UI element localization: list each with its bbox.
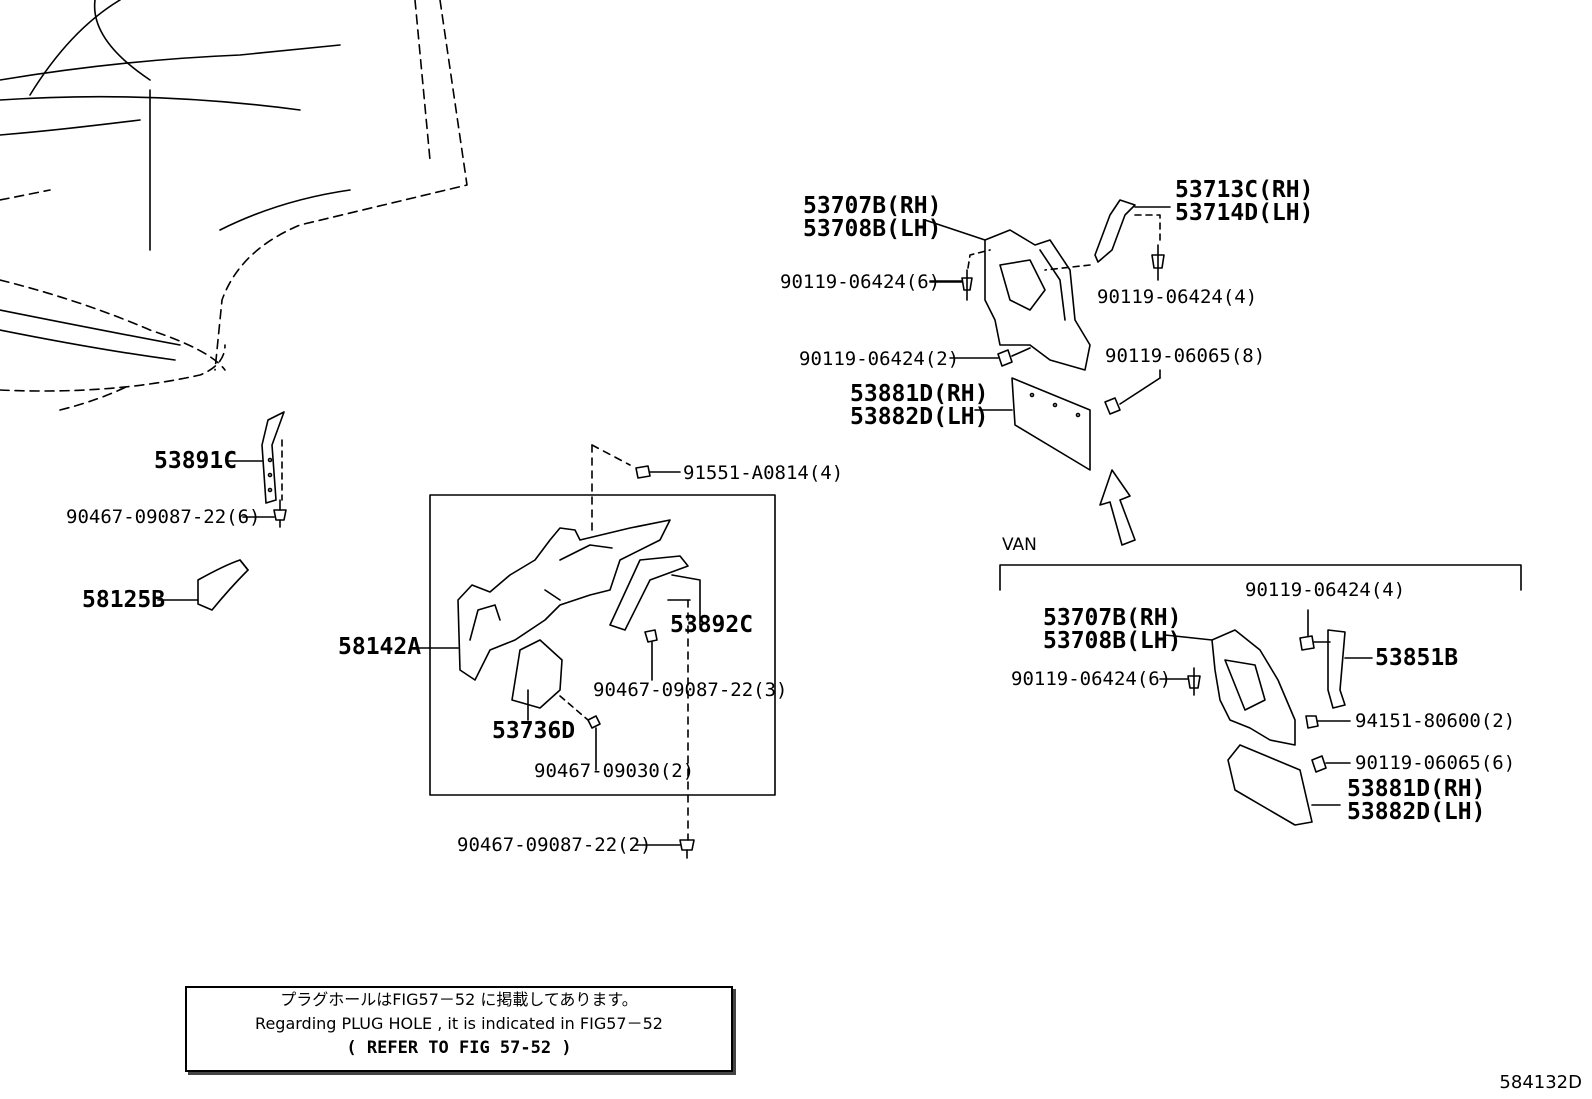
label-53708B-lh-van: 53708B(LH) — [1043, 628, 1181, 654]
label-van: VAN — [1002, 535, 1037, 555]
label-90467-09087-22-3: 90467-09087-22(3) — [593, 679, 787, 701]
label-90119-06424-4-van: 90119-06424(4) — [1245, 579, 1405, 601]
note-line-refer: ( REFER TO FIG 57-52 ) — [346, 1038, 572, 1058]
label-58142A: 58142A — [338, 634, 421, 660]
label-90119-06424-4-top: 90119-06424(4) — [1097, 286, 1257, 308]
figure-number: 584132D — [1499, 1072, 1582, 1093]
label-90119-06424-6-van: 90119-06424(6) — [1011, 668, 1171, 690]
label-90119-06424-6-top: 90119-06424(6) — [780, 271, 940, 293]
note-line-english: Regarding PLUG HOLE , it is indicated in… — [255, 1014, 663, 1033]
label-53708B-lh-top: 53708B(LH) — [803, 216, 941, 242]
arrow-up-icon — [1099, 469, 1136, 546]
screw-90467-09030-2 — [559, 695, 601, 771]
nut-94151-80600-2 — [1305, 715, 1351, 729]
label-53882D-lh-top: 53882D(LH) — [850, 404, 988, 430]
label-58125B: 58125B — [82, 587, 165, 613]
label-94151-80600-2: 94151-80600(2) — [1355, 710, 1515, 732]
part-53707B-liner-top — [924, 219, 1091, 371]
bolt-90119-06065-6 — [1311, 755, 1351, 773]
note-line-japanese: プラグホールはFIG57－52 に掲載してあります。 — [280, 990, 638, 1009]
label-90119-06065-8: 90119-06065(8) — [1105, 345, 1265, 367]
label-53891C: 53891C — [154, 448, 237, 474]
label-91551-A0814-4: 91551-A0814(4) — [683, 462, 843, 484]
bolt-90119-06424-6-van — [1159, 667, 1201, 696]
bolt-90119-06065-8 — [1104, 377, 1161, 415]
label-53882D-lh-van: 53882D(LH) — [1347, 799, 1485, 825]
part-53851B-bracket — [1327, 629, 1373, 709]
assembly-58142A-frame — [429, 494, 776, 796]
bolt-91551-A0814-4 — [635, 465, 681, 479]
label-53713C-rh: 53713C(RH) — [1175, 177, 1313, 203]
label-53892C: 53892C — [670, 612, 753, 638]
label-53881D-rh-van: 53881D(RH) — [1347, 776, 1485, 802]
bolt-90119-06424-6-top — [929, 269, 973, 301]
label-90467-09087-22-6: 90467-09087-22(6) — [66, 506, 260, 528]
label-53707B-rh-van: 53707B(RH) — [1043, 605, 1181, 631]
clip-90467-09087-22-3 — [644, 629, 658, 681]
clip-90467-09087-22-6 — [242, 499, 287, 528]
bolt-90119-06424-4-top — [1151, 244, 1165, 281]
part-53881D-mudflap-van — [1227, 744, 1341, 826]
label-90467-09087-22-2: 90467-09087-22(2) — [457, 834, 651, 856]
plug-hole-note: プラグホールはFIG57－52 に掲載してあります。 Regarding PLU… — [185, 986, 733, 1072]
clip-90467-09087-22-2 — [635, 839, 695, 859]
part-53881D-mudflap-top — [974, 377, 1091, 471]
part-53707B-liner-van — [1164, 629, 1296, 746]
label-53851B: 53851B — [1375, 645, 1458, 671]
bolt-90119-06424-2 — [949, 347, 1031, 367]
part-53892C-strip — [609, 555, 701, 631]
bolt-90119-06424-4-van — [1299, 609, 1331, 651]
part-labels: 53891C 90467-09087-22(6) 58125B 91551-A0… — [66, 177, 1515, 856]
label-53707B-rh-top: 53707B(RH) — [803, 193, 941, 219]
part-53891C-bracket — [227, 411, 285, 504]
label-90467-09030-2: 90467-09030(2) — [534, 760, 694, 782]
vehicle-body-outline — [0, 0, 468, 411]
label-90119-06424-2: 90119-06424(2) — [799, 348, 959, 370]
label-53714D-lh: 53714D(LH) — [1175, 200, 1313, 226]
part-58142A-liner — [412, 519, 671, 681]
label-53881D-rh-top: 53881D(RH) — [850, 381, 988, 407]
label-90119-06065-6: 90119-06065(6) — [1355, 752, 1515, 774]
part-53713C-bracket — [1044, 199, 1171, 271]
van-bracket — [999, 564, 1522, 591]
part-58125B-pad — [157, 559, 249, 611]
label-53736D: 53736D — [492, 718, 575, 744]
part-53736D-panel — [511, 639, 563, 721]
